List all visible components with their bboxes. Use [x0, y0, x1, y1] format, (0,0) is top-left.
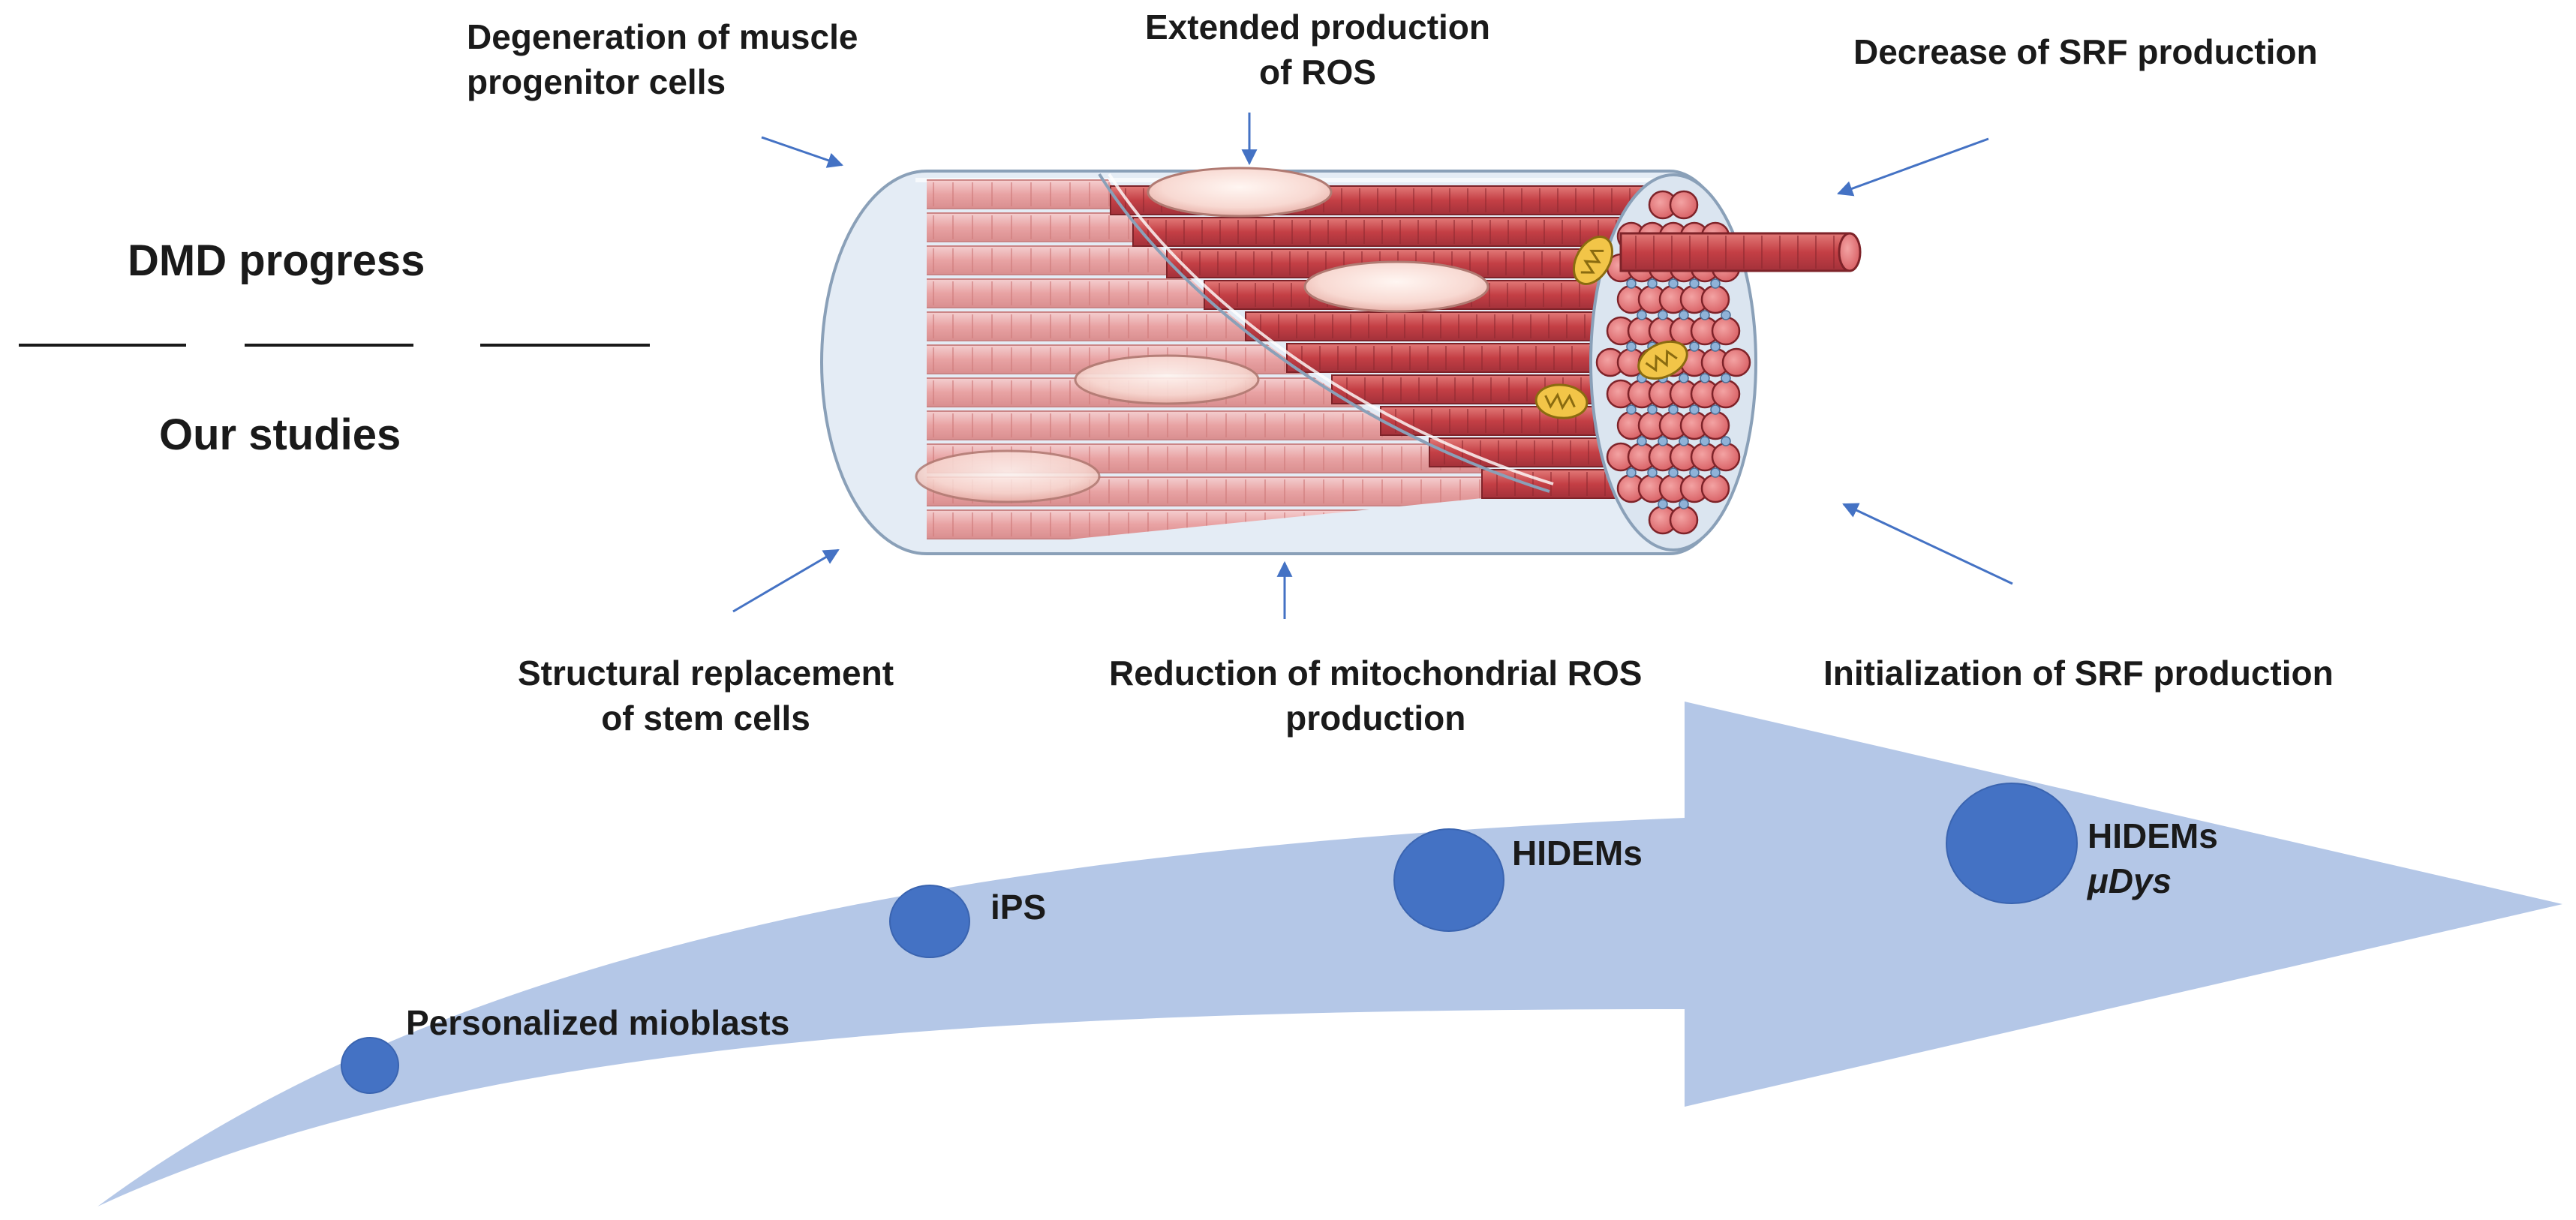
stage-label-hidems: HIDEMs	[1512, 834, 1643, 873]
stage-circle-ips	[889, 885, 970, 958]
label-degeneration: Degeneration of muscle progenitor cells	[467, 17, 858, 101]
muscle-fiber-illustration	[820, 167, 1862, 555]
nucleus	[1147, 167, 1333, 218]
label-ros-reduction: Reduction of mitochondrial ROS productio…	[1109, 654, 1643, 738]
pointer-arrow	[732, 548, 840, 613]
dmd-progress-label: DMD progress	[128, 236, 425, 285]
timeline-arrow	[98, 702, 2562, 1206]
stage-label-hidems-udys: HIDEMs μDys	[2088, 816, 2218, 900]
pointer-arrow	[1837, 137, 1989, 197]
protruding-myofibril	[1619, 232, 1862, 272]
stage-circle-hidems-udys	[1946, 783, 2078, 904]
nucleus	[1074, 354, 1260, 405]
our-studies-label: Our studies	[159, 410, 401, 459]
mitochondria	[1534, 236, 1688, 419]
stage-circle-hidems	[1393, 828, 1504, 932]
stage-label-ips: iPS	[990, 888, 1047, 927]
label-stem-cells: Structural replacement of stem cells	[518, 654, 894, 738]
stage-circle-mioblasts	[341, 1037, 399, 1094]
nucleus	[915, 449, 1101, 503]
label-srf-init: Initialization of SRF production	[1823, 654, 2334, 693]
nucleus	[1303, 260, 1489, 313]
pointer-arrow	[1842, 503, 2013, 585]
label-srf-decrease: Decrease of SRF production	[1853, 32, 2318, 71]
pointer-arrow	[761, 136, 843, 168]
stage-label-mioblasts: Personalized mioblasts	[406, 1003, 790, 1042]
label-ros-extended: Extended production of ROS	[1145, 8, 1490, 92]
